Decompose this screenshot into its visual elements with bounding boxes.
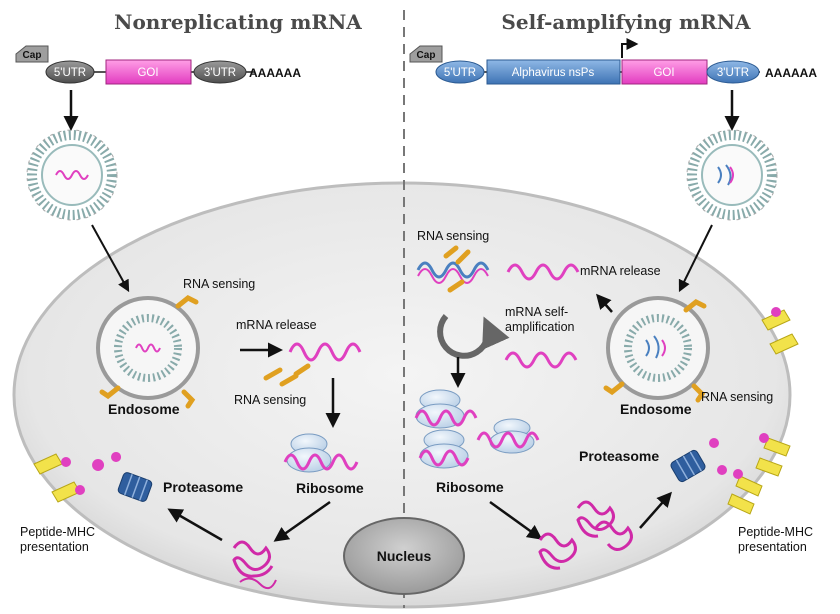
protein-left	[232, 540, 277, 590]
self-amplifying-mrna-construct: Cap 5'UTR Alphavirus nsPs GOI 3'UTR AAAA…	[409, 38, 817, 85]
tlr-receptor-icon	[603, 381, 625, 396]
label-self-amp-line1: mRNA self-	[505, 305, 568, 319]
self-amplification-cycle-icon	[437, 314, 510, 359]
label-nucleus: Nucleus	[377, 548, 432, 564]
title-nonreplicating: Nonreplicating mRNA	[114, 10, 362, 34]
tlr-receptor-icon	[683, 299, 707, 313]
label-mrna-release-right: mRNA release	[580, 264, 661, 278]
label-peptide-mhc-right-line2: presentation	[738, 540, 807, 554]
lipid-nanoparticle-right	[686, 129, 778, 221]
ribosomes-right	[414, 389, 540, 469]
proteasome-right	[670, 449, 706, 483]
label-peptide-mhc-left-line1: Peptide-MHC	[20, 525, 95, 539]
goi-label: GOI	[137, 67, 158, 79]
nucleus	[343, 517, 465, 595]
released-mrna-left	[288, 342, 362, 362]
mhc-left	[33, 453, 85, 503]
label-rna-sensing-right-top: RNA sensing	[417, 229, 489, 243]
label-peptide-mhc-left-line2: presentation	[20, 540, 89, 554]
nsps-segment	[486, 59, 621, 85]
arrow-protein-to-proteasome-left	[167, 508, 223, 542]
label-rna-sensing-endosome-left: RNA sensing	[183, 277, 255, 291]
tlr-receptor-icon	[181, 389, 196, 409]
label-mrna-release-left: mRNA release	[236, 318, 317, 332]
polya-tail-right: AAAAAA	[765, 66, 817, 80]
utr3-segment-right	[706, 60, 760, 84]
released-mrna-right	[504, 351, 578, 369]
proteasome-left	[117, 472, 153, 502]
cell-membrane	[12, 181, 792, 609]
utr5-label-right: 5'UTR	[444, 67, 476, 79]
arrow-lnp-to-endosome-right	[678, 224, 713, 293]
cap-label: Cap	[23, 50, 42, 61]
label-endosome-left: Endosome	[108, 401, 180, 417]
nsps-label: Alphavirus nsPs	[512, 67, 595, 79]
arrow-endosome-release-right	[596, 293, 613, 313]
nonreplicating-mrna-construct: Cap 5'UTR GOI 3'UTR AAAAAA	[15, 45, 301, 85]
arrow-ribosome-to-protein-left	[273, 500, 331, 542]
cap-label-right: Cap	[417, 50, 436, 61]
endosome-left	[96, 295, 200, 409]
tlr-receptor-icon	[691, 383, 706, 403]
cap-shape	[15, 45, 49, 63]
ribosome-left	[283, 433, 359, 473]
mhc-right	[727, 307, 799, 515]
utr3-segment	[193, 60, 247, 84]
label-endosome-right: Endosome	[620, 401, 692, 417]
rna-sensors-left	[263, 363, 311, 387]
label-rna-sensing-right: RNA sensing	[701, 390, 773, 404]
proteins-right	[538, 500, 633, 570]
utr5-label: 5'UTR	[54, 67, 86, 79]
amplified-mrna-strand	[416, 245, 580, 293]
title-self-amplifying: Self-amplifying mRNA	[501, 10, 751, 34]
label-ribosome-right: Ribosome	[436, 479, 504, 495]
label-self-amp-line2: amplification	[505, 320, 575, 334]
peptide-fragments-left	[92, 452, 122, 471]
utr5-segment-right	[435, 60, 485, 84]
tlr-receptor-icon	[175, 295, 199, 309]
label-peptide-mhc-right-line1: Peptide-MHC	[738, 525, 813, 539]
goi-segment-right	[621, 59, 708, 85]
goi-label-right: GOI	[653, 67, 674, 79]
arrow-protein-to-proteasome-right	[639, 491, 672, 529]
utr3-label-right: 3'UTR	[717, 67, 749, 79]
label-proteasome-right: Proteasome	[579, 448, 659, 464]
label-ribosome-left: Ribosome	[296, 480, 364, 496]
cap-shape-right	[409, 45, 443, 63]
peptide-fragments-right	[709, 438, 727, 475]
arrow-ribosome-to-proteins-right	[489, 500, 543, 540]
utr5-segment	[45, 60, 95, 84]
subgenomic-promoter-arrow	[621, 38, 639, 58]
lipid-nanoparticle-left	[26, 129, 118, 221]
goi-segment	[105, 59, 192, 85]
label-proteasome-left: Proteasome	[163, 479, 243, 495]
label-rna-sensing-left: RNA sensing	[234, 393, 306, 407]
endosome-right	[603, 296, 710, 403]
utr3-label: 3'UTR	[204, 67, 236, 79]
tlr-receptor-icon	[99, 385, 121, 400]
arrow-lnp-to-endosome-left	[91, 224, 130, 293]
polya-tail: AAAAAA	[249, 66, 301, 80]
